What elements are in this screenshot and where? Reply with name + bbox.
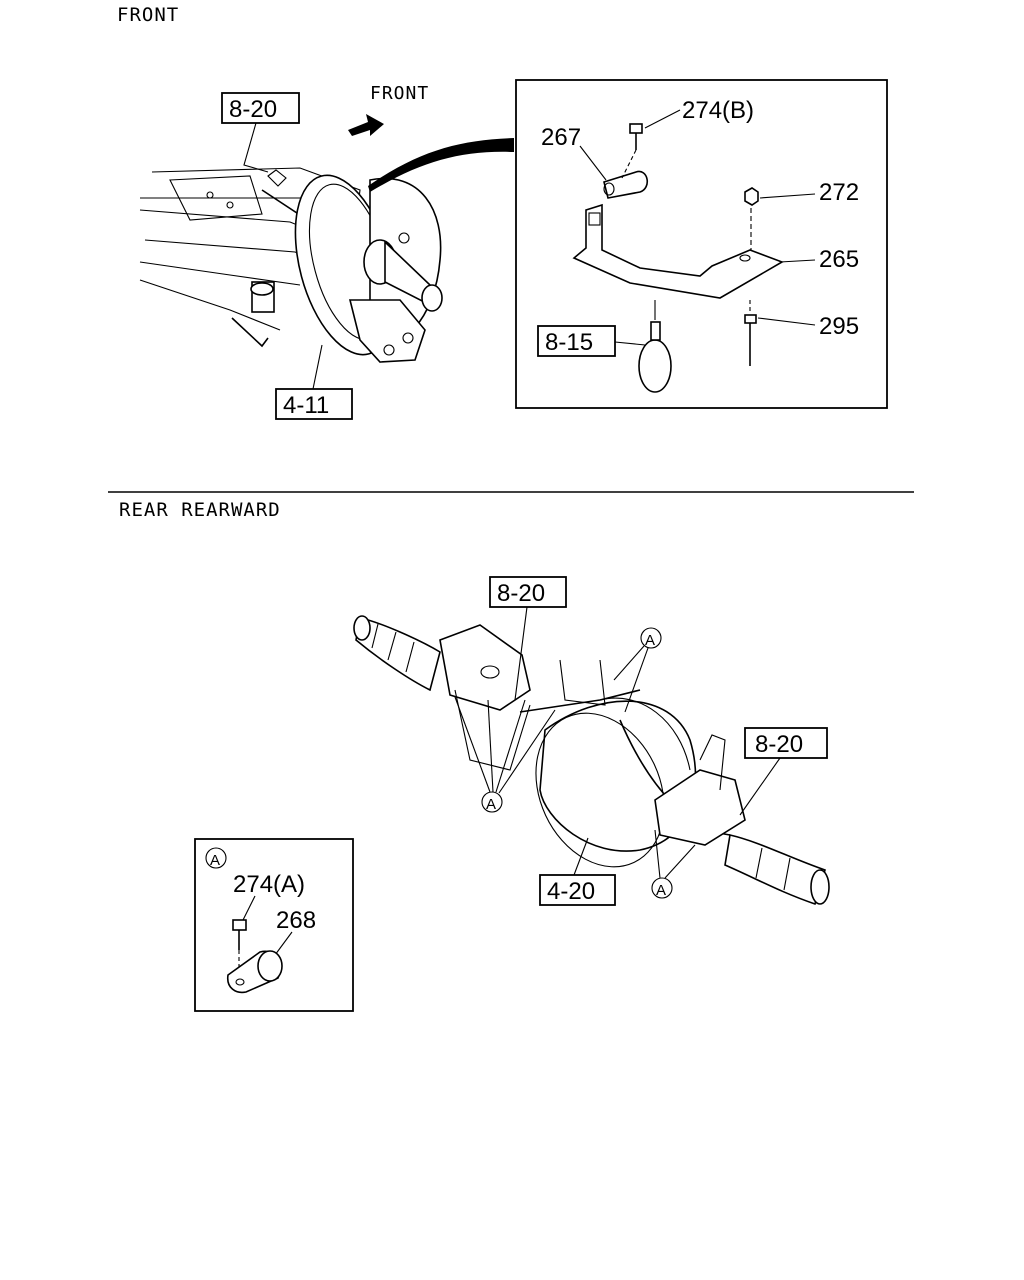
inset-part-label-268: 268 — [276, 907, 316, 934]
rear-inset-box — [194, 838, 354, 1012]
svg-text:A: A — [645, 632, 655, 649]
svg-text:A: A — [656, 882, 666, 899]
part-label-274b: 274(B) — [682, 97, 754, 124]
front-direction-label: FRONT — [370, 83, 429, 104]
front-detail-parts — [572, 123, 784, 393]
rear-leader-8-20-right — [739, 757, 781, 816]
front-detail-box — [515, 79, 888, 409]
detail-ref-box-8-15 — [537, 325, 616, 357]
rear-ref-box-8-20-right — [744, 727, 828, 759]
detail-ref-label-8-15: 8-15 — [545, 329, 593, 356]
svg-text:A: A — [486, 796, 496, 813]
front-leader-4-11 — [312, 344, 323, 390]
front-ref-label-4-11: 4-11 — [283, 392, 329, 419]
rear-leader-8-20-left — [514, 606, 528, 701]
rear-axle-illustration — [353, 615, 830, 906]
inset-clip-illustration — [226, 919, 283, 994]
front-ref-label-8-20: 8-20 — [229, 96, 277, 123]
detail-callout-wedge — [368, 138, 514, 192]
part-label-265: 265 — [819, 246, 859, 273]
front-section-title: FRONT — [117, 4, 180, 26]
callout-marker-a-right: A — [651, 829, 696, 899]
inset-marker-label: A — [210, 852, 220, 869]
part-label-267: 267 — [541, 124, 581, 151]
callout-marker-a-left: A — [454, 696, 556, 813]
rear-ref-label-8-20-right: 8-20 — [755, 731, 803, 758]
front-leader-8-20 — [243, 122, 269, 173]
inset-marker-a — [205, 847, 227, 869]
front-direction-arrow-icon — [348, 114, 384, 136]
detail-leader-8-15 — [614, 341, 646, 346]
rear-ref-box-4-20 — [539, 874, 616, 906]
front-ref-box-8-20 — [221, 92, 300, 124]
rear-section-title: REAR REARWARD — [119, 499, 281, 521]
rear-leader-4-20 — [573, 837, 589, 876]
part-label-272: 272 — [819, 179, 859, 206]
front-axle-illustration — [139, 167, 443, 363]
rear-ref-label-4-20: 4-20 — [547, 878, 595, 905]
front-ref-box-4-11 — [275, 388, 353, 420]
rear-ref-box-8-20-left — [489, 576, 567, 608]
part-label-295: 295 — [819, 313, 859, 340]
rear-ref-label-8-20-left: 8-20 — [497, 580, 545, 607]
callout-marker-a-top: A — [613, 627, 662, 713]
inset-part-label-274a: 274(A) — [233, 871, 305, 898]
